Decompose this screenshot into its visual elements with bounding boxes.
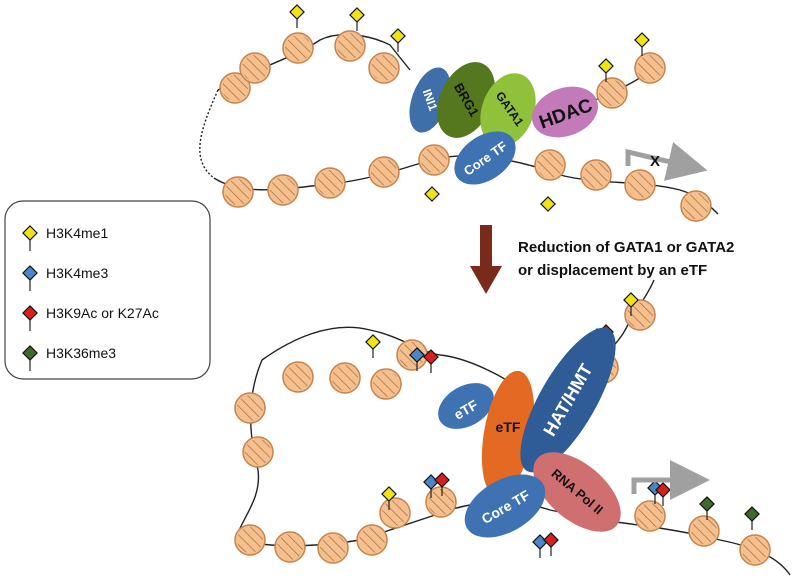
nucleosome [425,486,457,518]
nucleosome [534,149,566,181]
histone-mark-icon [423,474,439,498]
top-protein-complex: INI1 BRG1 GATA1 HDAC Core TF [409,62,598,185]
histone-mark-icon [699,496,715,520]
nucleosome [282,32,314,64]
histone-mark-icon [434,472,450,496]
legend-label: H3K4me1 [46,225,108,241]
etf-blue-protein [438,383,494,429]
etf-orange-protein [481,370,535,498]
legend-item: H3K4me1 [22,225,108,251]
blocked-transcription-arrow: X [625,141,708,181]
legend-item: H3K36me3 [22,345,116,371]
nucleosome [222,176,254,208]
histone-mark-icon [365,334,381,358]
nucleosome [234,392,266,424]
active-transcription-arrow [631,460,710,500]
nucleosome [317,532,349,564]
nucleosome [418,144,450,176]
histone-mark-icon [634,32,650,56]
bottom-protein-complex: eTF eTF HAT/HMT RNA Pol II Core TF [438,327,621,538]
histone-mark-icon [532,534,548,558]
nucleosome [596,77,628,109]
histone-mark-icon [349,7,365,31]
legend-swatch-icon [22,305,38,321]
top-nucleosomes [219,30,712,222]
nucleosome [334,30,366,62]
bottom-core-tf-protein [464,474,546,538]
gata1-protein [480,73,536,147]
nucleosome [680,190,712,222]
histone-mark-icon [423,349,439,373]
etf-orange-label: eTF [496,419,521,435]
transition-caption-line1: Reduction of GATA1 or GATA2 [518,239,734,256]
histone-mark-icon [409,347,425,371]
histone-mark-icon [424,186,440,202]
legend-label: H3K4me3 [46,265,108,281]
legend-swatch-icon [22,265,38,281]
transition-arrow [470,225,502,294]
histone-mark-icon [543,532,559,556]
histone-mark-icon [381,486,397,510]
histone-mark-icon [744,506,760,530]
top-core-tf-protein [454,131,516,185]
legend-swatch-icon [22,225,38,241]
nucleosome [274,531,306,563]
nucleosome [634,500,666,532]
hdac-protein [532,86,598,138]
legend-label: H3K36me3 [46,345,116,361]
histone-mark-icon [598,58,614,82]
nucleosome [739,534,771,566]
top-histone-marks [289,4,650,212]
nucleosome [370,368,402,400]
nucleosome [219,72,251,104]
nucleosome [267,174,299,206]
nucleosome [624,169,656,201]
legend-label: H3K9Ac or K27Ac [46,305,159,321]
nucleosome [239,52,271,84]
histone-mark-icon [289,4,305,28]
nucleosome [329,362,361,394]
legend-box [4,200,211,380]
histone-mark-icon [655,482,671,506]
nucleosome [688,515,720,547]
nucleosome [634,52,666,84]
nucleosome [624,299,656,331]
nucleosome [580,159,612,191]
histone-mark-icon [390,28,406,52]
nucleosome [368,156,400,188]
legend-item: H3K4me3 [22,265,108,291]
nucleosome [234,524,266,556]
nucleosome [356,524,388,556]
nucleosome [368,52,400,84]
histone-mark-icon [623,292,639,316]
nucleosome [314,167,346,199]
bottom-nucleosomes [234,299,771,566]
nucleosome [379,497,411,529]
legend-swatch-icon [22,345,38,361]
rna-pol-ii-protein [533,452,621,532]
legend-item: H3K9Ac or K27Ac [22,305,159,331]
transition-caption-line2: or displacement by an eTF [518,262,707,279]
histone-mark-icon [540,196,556,212]
blocked-x-mark: X [650,153,660,170]
nucleosome [242,436,274,468]
hat-hmt-protein [520,327,616,473]
nucleosome [282,361,314,393]
